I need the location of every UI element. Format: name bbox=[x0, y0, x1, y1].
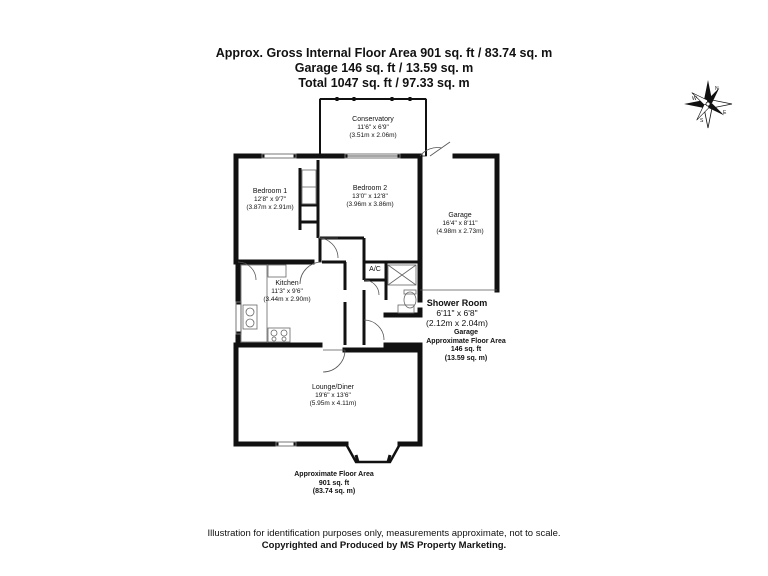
door-swings bbox=[237, 141, 497, 373]
conservatory-name: Conservatory bbox=[352, 116, 394, 123]
main-area-l3: (83.74 sq. m) bbox=[312, 488, 356, 495]
kitchen-fittings bbox=[240, 264, 291, 343]
room-label-ac: A/C bbox=[366, 266, 384, 274]
garage-area-line: Garage 146 sq. ft / 13.59 sq. m bbox=[294, 61, 474, 75]
shower-metric: (2.12m x 2.04m) bbox=[426, 318, 488, 328]
bedroom-1-metric: (3.87m x 2.91m) bbox=[246, 204, 294, 211]
total-area-line: Total 1047 sq. ft / 97.33 sq. m bbox=[298, 76, 470, 90]
copyright-line: Copyrighted and Produced by MS Property … bbox=[261, 540, 507, 551]
compass-n: N bbox=[715, 86, 719, 92]
kitchen-name: Kitchen bbox=[275, 280, 299, 287]
garage-name: Garage bbox=[448, 212, 472, 219]
room-label-kitchen: Kitchen 11'3" x 9'6" (3.44m x 2.90m) bbox=[252, 280, 322, 304]
kitchen-metric: (3.44m x 2.90m) bbox=[263, 296, 311, 303]
kitchen-imperial: 11'3" x 9'6" bbox=[271, 288, 303, 295]
shower-name: Shower Room bbox=[426, 298, 488, 308]
compass-icon bbox=[684, 80, 733, 129]
shower-fittings bbox=[387, 264, 417, 314]
ac-name: A/C bbox=[369, 266, 381, 273]
disclaimer-line: Illustration for identification purposes… bbox=[207, 528, 561, 539]
lounge-imperial: 19'6" x 13'6" bbox=[315, 392, 351, 399]
compass-s: S bbox=[700, 118, 704, 124]
compass-e: E bbox=[723, 110, 727, 116]
room-label-lounge: Lounge/Diner 19'6" x 13'6" (5.95m x 4.11… bbox=[290, 384, 376, 408]
room-label-garage: Garage 16'4" x 8'11" (4.98m x 2.73m) bbox=[424, 212, 496, 236]
bay-window bbox=[344, 443, 402, 464]
conservatory-metric: (3.51m x 2.06m) bbox=[349, 132, 397, 139]
bedroom-2-metric: (3.96m x 3.86m) bbox=[346, 201, 394, 208]
conservatory-walls bbox=[319, 97, 427, 157]
garage-area-l2: Approximate Floor Area bbox=[426, 337, 506, 345]
room-label-bedroom-1: Bedroom 1 12'8" x 9'7" (3.87m x 2.91m) bbox=[238, 188, 302, 212]
garage-area-label: Garage Approximate Floor Area 146 sq. ft… bbox=[414, 329, 518, 363]
wardrobe bbox=[301, 169, 317, 205]
garage-area-l1: Garage bbox=[453, 329, 479, 336]
bedroom-2-name: Bedroom 2 bbox=[352, 185, 388, 192]
room-label-conservatory: Conservatory 11'6" x 6'9" (3.51m x 2.06m… bbox=[330, 116, 416, 140]
main-area-l2: 901 sq. ft bbox=[318, 479, 350, 487]
shower-imperial: 6'11" x 6'8" bbox=[436, 308, 478, 318]
garage-metric: (4.98m x 2.73m) bbox=[436, 228, 484, 235]
main-area-l1: Approximate Floor Area bbox=[294, 471, 374, 478]
garage-area-l4: (13.59 sq. m) bbox=[444, 354, 488, 362]
disclaimer-footer: Illustration for identification purposes… bbox=[0, 528, 768, 552]
main-area-label: Approximate Floor Area 901 sq. ft (83.74… bbox=[282, 471, 386, 497]
bedroom-1-name: Bedroom 1 bbox=[252, 188, 288, 195]
lounge-metric: (5.95m x 4.11m) bbox=[309, 400, 357, 407]
house-outer-walls bbox=[233, 153, 500, 447]
garage-area-l3: 146 sq. ft bbox=[450, 346, 482, 353]
gross-area-line: Approx. Gross Internal Floor Area 901 sq… bbox=[215, 46, 553, 60]
floor-area-header: Approx. Gross Internal Floor Area 901 sq… bbox=[0, 46, 768, 91]
bedroom-1-imperial: 12'8" x 9'7" bbox=[253, 196, 287, 203]
room-label-shower-room: Shower Room 6'11" x 6'8" (2.12m x 2.04m) bbox=[424, 298, 490, 328]
bedroom-2-imperial: 13'0" x 12'8" bbox=[352, 193, 388, 200]
conservatory-imperial: 11'6" x 6'9" bbox=[357, 124, 389, 131]
garage-imperial: 16'4" x 8'11" bbox=[442, 220, 478, 227]
room-label-bedroom-2: Bedroom 2 13'0" x 12'8" (3.96m x 3.86m) bbox=[325, 185, 415, 209]
lounge-name: Lounge/Diner bbox=[311, 384, 355, 391]
compass-w: W bbox=[692, 96, 697, 102]
